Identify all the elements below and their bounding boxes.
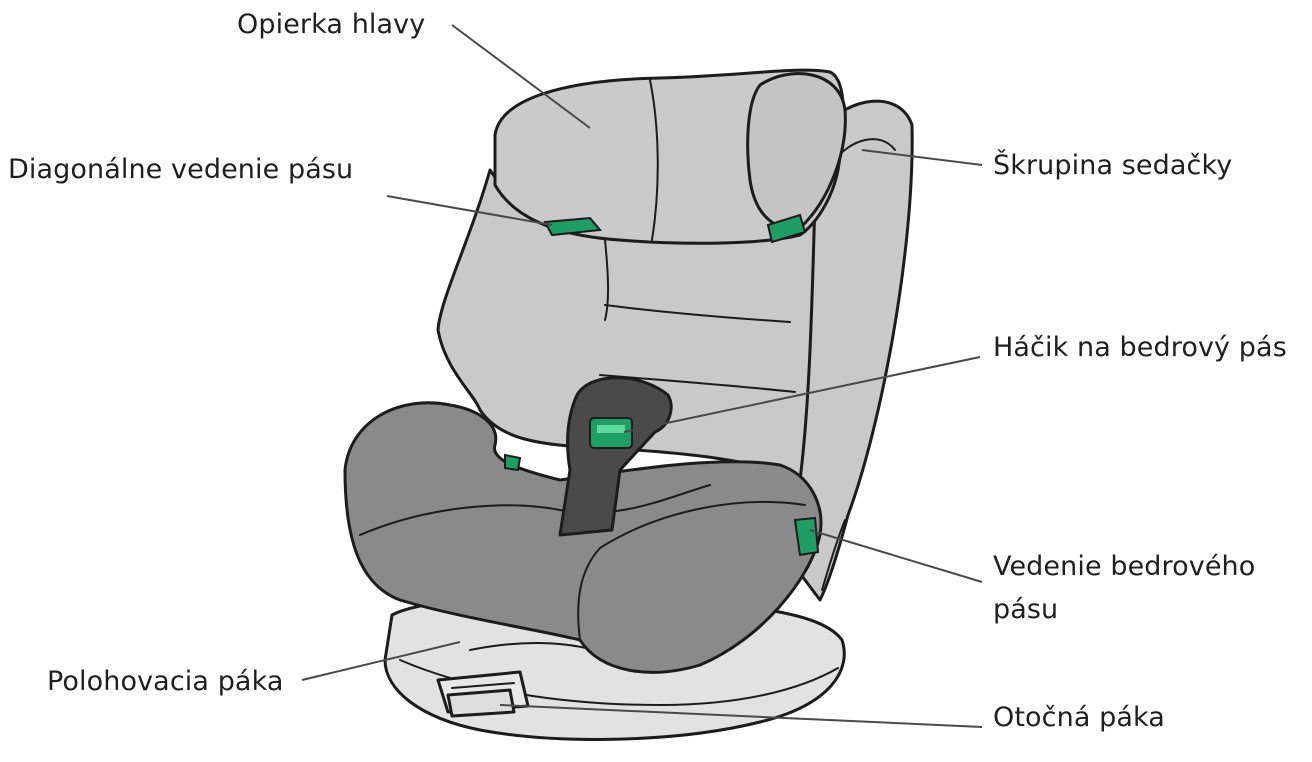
headrest bbox=[493, 68, 847, 245]
leader-lines bbox=[301, 24, 983, 728]
label-headrest: Opierka hlavy bbox=[237, 9, 426, 40]
lap-belt-hook bbox=[558, 376, 673, 537]
leader-recline-lever bbox=[301, 641, 461, 681]
label-diagonal-belt-guide: Diagonálne vedenie pásu bbox=[8, 154, 354, 185]
label-lap-belt-guide-line1: Vedenie bedrového bbox=[993, 551, 1256, 582]
belt-guide-clips bbox=[504, 213, 820, 557]
leader-headrest bbox=[451, 24, 591, 129]
label-lap-belt-hook: Háčik na bedrový pás bbox=[993, 332, 1287, 363]
seat-cushion bbox=[343, 401, 823, 674]
label-rotation-lever: Otočná páka bbox=[993, 702, 1165, 733]
label-recline-lever: Polohovacia páka bbox=[47, 666, 284, 697]
label-lap-belt-guide-line2: pásu bbox=[993, 594, 1059, 625]
leader-diagonal-belt-guide bbox=[386, 195, 553, 226]
leader-lap-belt-hook bbox=[623, 356, 981, 433]
rotation-lever bbox=[446, 688, 516, 718]
leader-seat-shell bbox=[861, 149, 983, 166]
leader-lap-belt-guide bbox=[809, 529, 983, 583]
leader-rotation-lever bbox=[499, 704, 983, 728]
label-seat-shell: Škrupina sedačky bbox=[993, 150, 1233, 181]
